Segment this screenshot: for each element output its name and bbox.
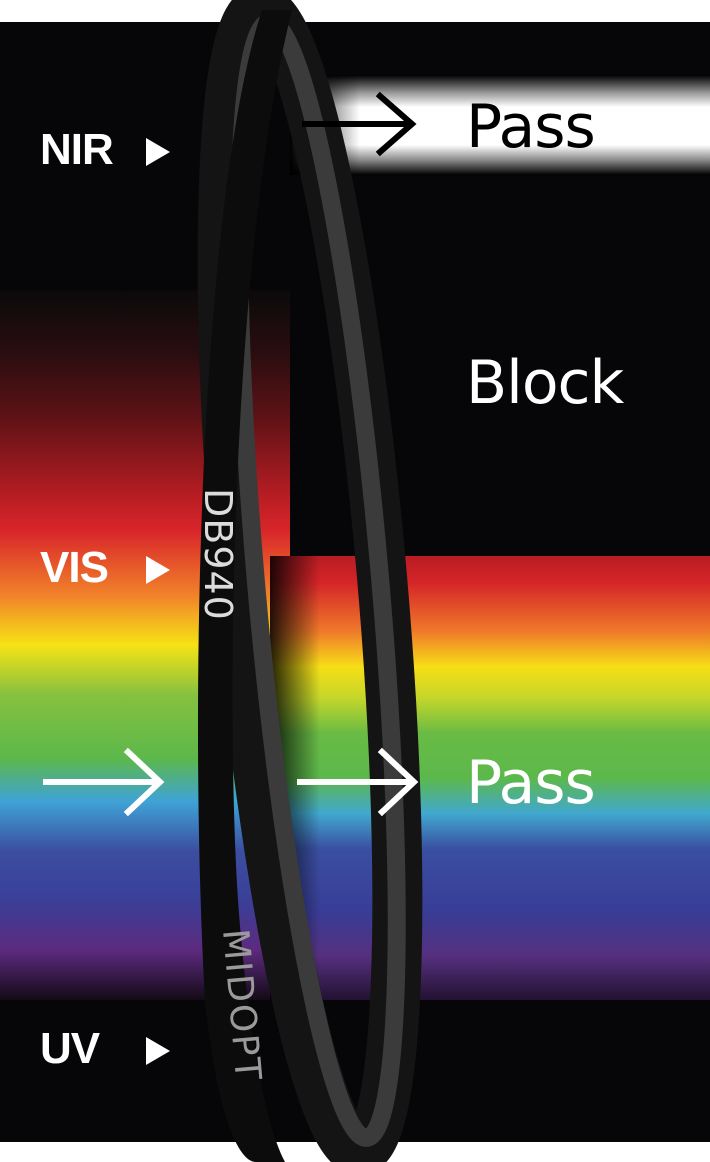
nir-triangle-icon	[146, 138, 170, 166]
nir-band-label: NIR	[40, 125, 114, 174]
uv-triangle-icon	[146, 1037, 170, 1065]
uv-band-label: UV	[40, 1024, 100, 1073]
vis-transmitted-arrow	[297, 747, 419, 817]
vis-triangle-icon	[146, 556, 170, 584]
nir-incoming-arrow	[302, 91, 417, 157]
vis-incoming-arrow	[43, 747, 165, 817]
filter-model-label: DB940	[196, 488, 240, 621]
nir-pass-label: Pass	[466, 92, 596, 162]
vis-pass-label: Pass	[466, 748, 596, 818]
transmitted-visible-spectrum	[270, 556, 710, 1000]
filter-ring-front	[197, 10, 292, 1162]
vis-band-label: VIS	[40, 543, 109, 592]
block-label: Block	[466, 348, 624, 418]
